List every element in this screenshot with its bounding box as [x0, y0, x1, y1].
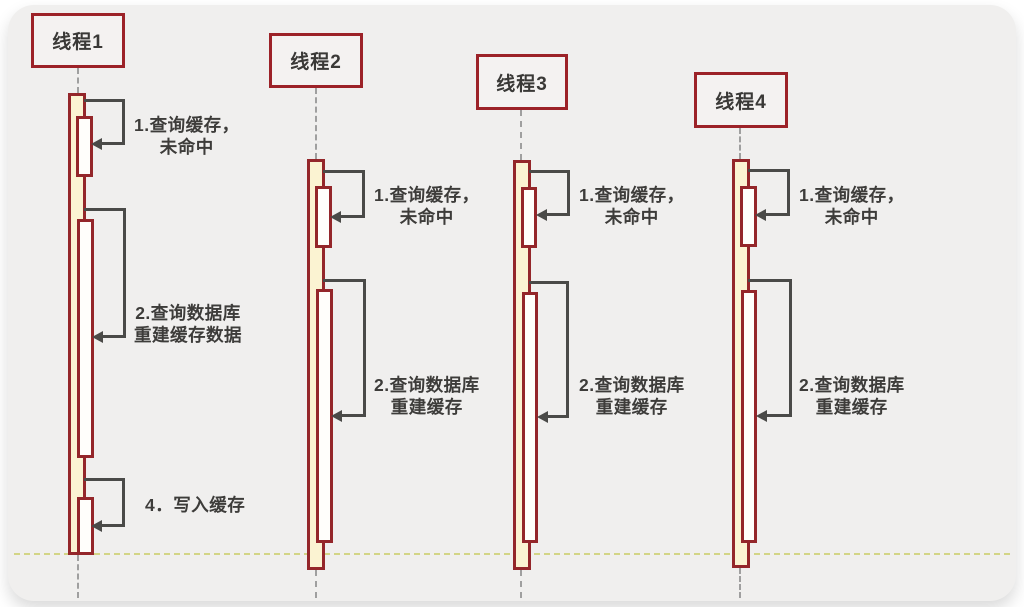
thread-4-lifeline-top — [739, 128, 741, 159]
thread-3-selfcall-1-loop — [529, 170, 570, 214]
thread-2-message-2-label: 2.查询数据库 重建缓存 — [374, 375, 480, 417]
thread-1-name: 线程1 — [52, 32, 104, 53]
thread-1-arrow-1-icon — [91, 138, 102, 150]
thread-4-header: 线程4 — [694, 72, 788, 128]
thread-1-selfcall-1-loop — [84, 99, 125, 144]
thread-3-lifeline-top — [520, 110, 522, 160]
thread-4-message-2-label: 2.查询数据库 重建缓存 — [799, 375, 905, 417]
thread-2-header: 线程2 — [269, 33, 363, 88]
thread-4-arrow-1-icon — [755, 209, 766, 221]
thread-3-name: 线程3 — [496, 73, 548, 95]
thread-3-arrow-2-icon — [537, 411, 548, 423]
thread-3-selfcall-2-loop — [529, 281, 569, 416]
thread-1-arrow-2-icon — [92, 331, 103, 343]
thread-3-message-2-label: 2.查询数据库 重建缓存 — [579, 375, 685, 417]
thread-2-lifeline-top — [315, 88, 317, 159]
thread-3-nested-activation-1 — [521, 187, 537, 248]
thread-1-message-2-label: 2.查询数据库 重建缓存数据 — [134, 303, 242, 345]
thread-2-selfcall-1-loop — [323, 170, 365, 216]
thread-4-selfcall-2-return — [766, 414, 792, 417]
thread-2-arrow-1-icon — [330, 211, 341, 223]
thread-1-selfcall-2-loop — [84, 208, 126, 336]
thread-4-message-1-label: 1.查询缓存， 未命中 — [799, 185, 905, 227]
thread-3-nested-activation-2 — [522, 292, 538, 543]
thread-2-selfcall-2-return — [341, 414, 366, 417]
thread-4-selfcall-2-loop — [748, 279, 792, 415]
thread-4-arrow-2-icon — [756, 410, 767, 422]
thread-4-selfcall-1-return — [765, 213, 790, 216]
thread-3-selfcall-2-return — [546, 415, 569, 418]
thread-3-selfcall-1-return — [546, 213, 570, 216]
thread-1-arrow-3-icon — [91, 520, 102, 532]
thread-4-nested-activation-2 — [741, 290, 757, 543]
thread-1-selfcall-1-return — [101, 142, 125, 145]
thread-1-selfcall-3-return — [101, 524, 125, 527]
thread-3-lifeline-bottom — [520, 570, 522, 598]
thread-3-header: 线程3 — [476, 54, 568, 110]
thread-3-message-1-label: 1.查询缓存， 未命中 — [579, 185, 685, 227]
thread-1-message-1-label: 1.查询缓存， 未命中 — [134, 115, 240, 157]
horizontal-dashed-cutoff-line — [14, 553, 1010, 555]
thread-3-arrow-1-icon — [536, 209, 547, 221]
thread-4-name: 线程4 — [715, 91, 767, 113]
thread-2-selfcall-2-loop — [323, 279, 366, 415]
thread-2-lifeline-bottom — [315, 570, 317, 598]
thread-1-selfcall-3-loop — [84, 478, 125, 525]
thread-1-message-3-label: 4．写入缓存 — [145, 495, 246, 515]
thread-2-message-1-label: 1.查询缓存， 未命中 — [374, 185, 480, 227]
thread-4-lifeline-bottom — [739, 568, 741, 598]
thread-1-selfcall-2-return — [102, 335, 126, 338]
thread-1-lifeline-top — [77, 68, 79, 93]
thread-2-name: 线程2 — [290, 52, 342, 73]
thread-2-selfcall-1-return — [340, 215, 365, 218]
thread-2-arrow-2-icon — [331, 410, 342, 422]
thread-1-lifeline-bottom — [77, 555, 79, 598]
thread-4-selfcall-1-loop — [748, 169, 790, 214]
thread-1-header: 线程1 — [31, 13, 125, 68]
